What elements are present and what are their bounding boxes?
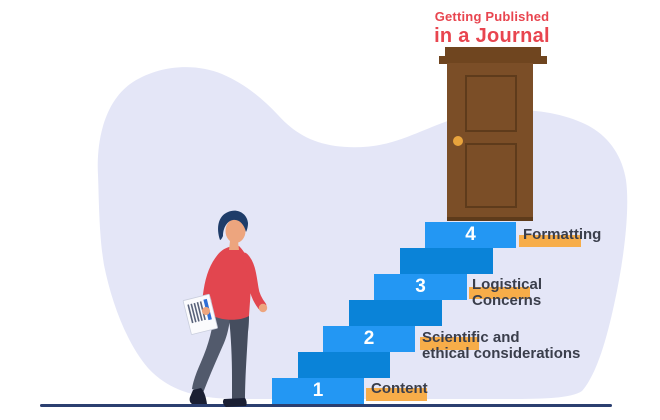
closed-wooden-door-icon: [447, 63, 533, 221]
title-line-2: in a Journal: [434, 25, 550, 47]
stair-step-2: 2: [323, 326, 415, 352]
held-documents-icon: [182, 293, 218, 335]
label-text: Formatting: [523, 226, 602, 243]
doorknob-icon: [453, 136, 463, 146]
step-number: 4: [465, 224, 476, 245]
paper-text-lines: [187, 301, 206, 324]
stair-riser-2-3: [349, 300, 442, 326]
stair-step-1: 1: [272, 378, 364, 404]
person-hair: [218, 210, 248, 240]
person-walking-with-papers-icon: [182, 210, 268, 407]
label-text: Content: [371, 380, 428, 397]
label-highlight: [469, 287, 530, 299]
title-line-1: Getting Published: [434, 9, 550, 24]
page-title: Getting Published in a Journal: [402, 9, 582, 48]
door-panel-lower: [465, 143, 517, 208]
door-threshold: [447, 217, 533, 221]
step-label-scientific-ethical: Scientific and ethical considerations: [420, 329, 581, 362]
person-face: [225, 219, 246, 243]
stair-step-3: 3: [374, 274, 467, 300]
label-text: Logistical: [472, 276, 543, 293]
person-back-leg: [192, 313, 230, 393]
step-label-content: Content: [366, 380, 428, 401]
label-highlight: [366, 388, 427, 401]
person-torso-sweater: [210, 246, 251, 320]
label-highlight: [519, 235, 581, 247]
door-panel-upper: [465, 75, 517, 132]
step-label-formatting: Formatting: [519, 226, 602, 247]
ground-line: [40, 404, 612, 407]
person-back-shoe: [189, 388, 207, 404]
label-text: Concerns: [472, 291, 542, 309]
door-frame-top: [445, 47, 541, 57]
label-highlight: [420, 337, 479, 350]
door-frame-lip: [439, 56, 547, 64]
person-far-arm: [239, 252, 267, 311]
person-front-shoe: [222, 398, 247, 407]
stair-riser-3-4: [400, 248, 493, 274]
label-text: ethical considerations: [422, 344, 581, 362]
stair-riser-1-2: [298, 352, 390, 378]
step-number: 3: [415, 276, 426, 297]
person-near-hand: [202, 307, 210, 315]
step-number: 1: [312, 380, 324, 401]
stair-step-4: 4: [425, 222, 516, 248]
person-far-hand: [258, 303, 268, 313]
step-label-logistical-concerns: Logistical Concerns: [469, 276, 543, 309]
person-front-leg: [229, 315, 249, 399]
step-number: 2: [363, 328, 375, 349]
person-neck: [229, 241, 239, 250]
label-text: Scientific and: [422, 329, 520, 346]
